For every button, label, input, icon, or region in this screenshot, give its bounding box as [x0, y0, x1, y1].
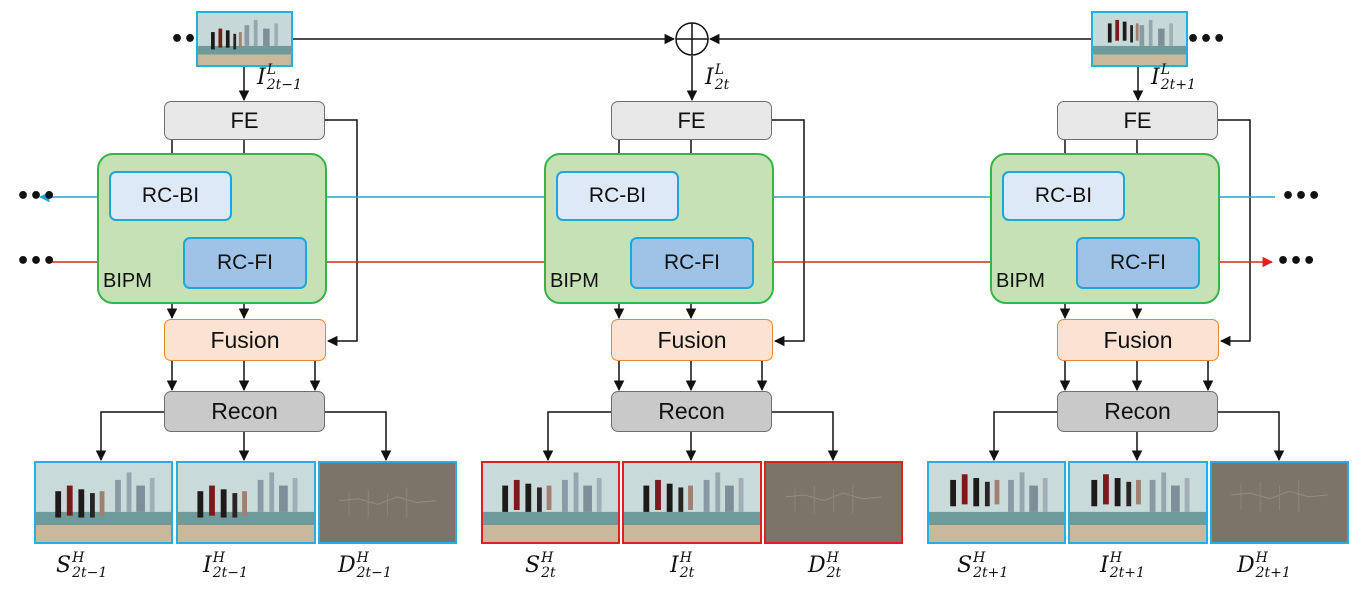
output-i-frame-1: [176, 461, 316, 544]
fusion-block-1: Fusion: [164, 319, 326, 361]
rc-fi-block-2: RC-FI: [630, 237, 754, 289]
bipm-label-3: BIPM: [996, 270, 1045, 292]
ellipsis-forward-left: •••: [16, 249, 56, 274]
fusion-block-3: Fusion: [1057, 319, 1219, 361]
output-i-frame-2: [622, 461, 762, 544]
ellipsis-forward-right: •••: [1276, 249, 1316, 274]
fusion-block-2: Fusion: [611, 319, 773, 361]
input-frame-next: [1091, 11, 1188, 67]
output-d-frame-3: [1210, 461, 1349, 544]
output-d-frame-2: [764, 461, 903, 544]
recon-block-3: Recon: [1057, 391, 1218, 432]
fe-block-3: FE: [1057, 101, 1218, 140]
rc-bi-block-2: RC-BI: [556, 171, 679, 221]
ellipsis-backward-left: •••: [16, 184, 56, 209]
ellipsis-top-right: •••: [1186, 27, 1226, 52]
recon-block-2: Recon: [611, 391, 772, 432]
rc-fi-block-1: RC-FI: [183, 237, 307, 289]
rc-fi-block-3: RC-FI: [1076, 237, 1200, 289]
output-s-frame-1: [34, 461, 173, 544]
recon-block-1: Recon: [164, 391, 325, 432]
output-i-frame-3: [1068, 461, 1208, 544]
fe-block-2: FE: [611, 101, 772, 140]
bipm-label-1: BIPM: [103, 270, 152, 292]
rc-bi-block-3: RC-BI: [1002, 171, 1125, 221]
fe-block-1: FE: [164, 101, 325, 140]
output-s-frame-3: [927, 461, 1066, 544]
output-s-frame-2: [481, 461, 620, 544]
rc-bi-block-1: RC-BI: [109, 171, 232, 221]
sum-node-icon: [675, 22, 709, 56]
input-frame-previous: [196, 11, 293, 67]
bipm-label-2: BIPM: [550, 270, 599, 292]
ellipsis-backward-right: •••: [1281, 184, 1321, 209]
output-d-frame-1: [318, 461, 457, 544]
